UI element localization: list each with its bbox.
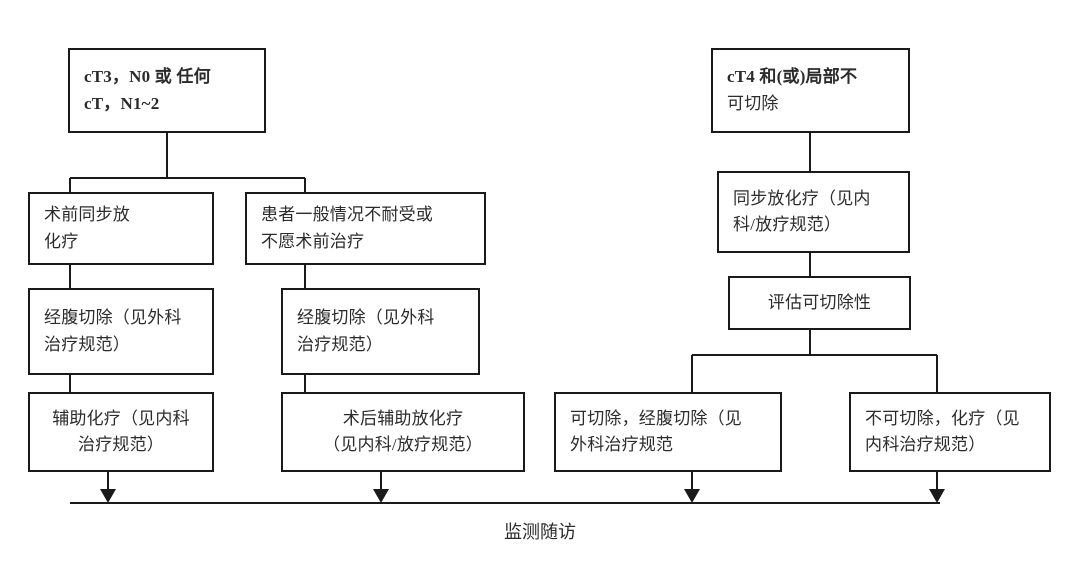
node-resection-left-line-1: 治疗规范） xyxy=(44,334,130,354)
node-preop-crt-line-1: 化疗 xyxy=(44,231,79,251)
node-preop-crt[interactable]: 术前同步放 化疗 xyxy=(28,192,214,265)
node-resectable-line-0: 可切除，经腹切除（见 xyxy=(570,408,742,428)
node-ct3-n0-line-1: cT，N1~2 xyxy=(84,93,160,113)
node-patient-unfit-line-1: 不愿术前治疗 xyxy=(261,231,365,251)
arrow-head-2 xyxy=(373,489,389,503)
node-ct3-n0-line-0: cT3，N0 或 任何 xyxy=(84,67,211,87)
node-transabdominal-resection-left[interactable]: 经腹切除（见外科 治疗规范） xyxy=(28,288,214,375)
footer-label: 监测随访 xyxy=(504,522,576,542)
node-concurrent-crt-line-0: 同步放化疗（见内 xyxy=(733,188,871,208)
node-adjuvant-chemo[interactable]: 辅助化疗（见内科 治疗规范） xyxy=(28,392,214,472)
arrow-head-3 xyxy=(684,489,700,503)
node-postop-crt-line-0: 术后辅助放化疗 xyxy=(342,408,464,428)
node-ct4-unresectable[interactable]: cT4 和(或)局部不 可切除 xyxy=(711,48,910,133)
node-unresectable-line-0: 不可切除，化疗（见 xyxy=(865,408,1020,428)
node-ct4-line-1: 可切除 xyxy=(727,93,779,113)
node-adjuvant-chemo-line-1: 治疗规范） xyxy=(78,435,164,454)
node-resection-mid-line-0: 经腹切除（见外科 xyxy=(297,308,435,328)
node-postop-adjuvant-crt[interactable]: 术后辅助放化疗 （见内科/放疗规范） xyxy=(281,392,525,472)
node-unresectable-line-1: 内科治疗规范） xyxy=(865,435,986,454)
node-transabdominal-resection-mid[interactable]: 经腹切除（见外科 治疗规范） xyxy=(281,288,480,375)
node-assess-resectability[interactable]: 评估可切除性 xyxy=(728,276,911,330)
node-ct4-line-0: cT4 和(或)局部不 xyxy=(727,67,858,87)
node-concurrent-crt[interactable]: 同步放化疗（见内 科/放疗规范） xyxy=(717,171,910,253)
node-resectable-transabdominal[interactable]: 可切除，经腹切除（见 外科治疗规范 xyxy=(554,392,782,472)
node-resection-left-line-0: 经腹切除（见外科 xyxy=(44,308,182,328)
arrow-head-4 xyxy=(929,489,945,503)
node-ct3-n0[interactable]: cT3，N0 或 任何 cT，N1~2 xyxy=(68,48,266,133)
node-postop-crt-line-1: （见内科/放疗规范） xyxy=(323,435,483,454)
node-assess-line-0: 评估可切除性 xyxy=(767,292,872,312)
node-patient-unfit[interactable]: 患者一般情况不耐受或 不愿术前治疗 xyxy=(245,192,486,265)
node-concurrent-crt-line-1: 科/放疗规范） xyxy=(733,215,842,234)
node-patient-unfit-line-0: 患者一般情况不耐受或 xyxy=(261,205,433,225)
arrow-head-1 xyxy=(100,489,116,503)
node-resectable-line-1: 外科治疗规范 xyxy=(570,435,674,454)
node-resection-mid-line-1: 治疗规范） xyxy=(297,334,383,354)
node-unresectable-chemo[interactable]: 不可切除，化疗（见 内科治疗规范） xyxy=(849,392,1051,472)
node-adjuvant-chemo-line-0: 辅助化疗（见内科 xyxy=(52,408,190,428)
node-preop-crt-line-0: 术前同步放 xyxy=(44,205,130,225)
